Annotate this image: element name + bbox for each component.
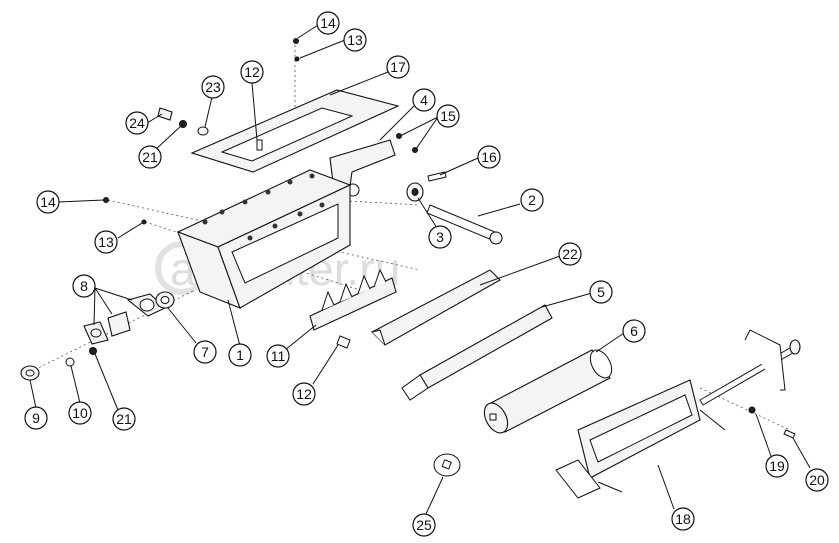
svg-text:8: 8 [80, 278, 88, 294]
svg-text:10: 10 [72, 405, 88, 421]
callout-21-top: 21 [138, 145, 162, 169]
parts [20, 38, 801, 499]
part-nut-10 [65, 357, 75, 367]
svg-text:24: 24 [129, 115, 145, 131]
callout-19: 19 [765, 454, 789, 478]
callouts: 14 13 17 12 23 24 21 4 15 16 2 3 14 13 2… [24, 11, 829, 537]
callout-9: 9 [24, 406, 48, 430]
part-flange-8 [83, 293, 166, 345]
callout-10: 10 [68, 401, 92, 425]
part-pin-20 [783, 429, 796, 439]
svg-text:1: 1 [236, 347, 244, 363]
callout-14-left: 14 [36, 190, 60, 214]
part-washer-25 [433, 453, 461, 477]
svg-text:4: 4 [420, 92, 428, 108]
part-housing [176, 169, 352, 309]
callout-17: 17 [386, 55, 410, 79]
svg-text:9: 9 [32, 410, 40, 426]
part-drum-roller [483, 349, 613, 434]
callout-7: 7 [193, 340, 217, 364]
svg-text:14: 14 [40, 194, 56, 210]
callout-5: 5 [589, 280, 613, 304]
svg-text:20: 20 [809, 472, 825, 488]
part-ball-13-left [141, 219, 147, 225]
svg-text:17: 17 [390, 59, 406, 75]
svg-text:25: 25 [416, 517, 432, 533]
svg-text:22: 22 [562, 246, 578, 262]
leader-lines [29, 24, 811, 515]
callout-3: 3 [428, 225, 452, 249]
callout-8: 8 [72, 274, 96, 298]
svg-text:18: 18 [675, 511, 691, 527]
svg-text:16: 16 [481, 149, 497, 165]
svg-text:13: 13 [98, 234, 114, 250]
svg-text:12: 12 [244, 64, 260, 80]
callout-18: 18 [671, 507, 695, 531]
svg-text:3: 3 [436, 229, 444, 245]
part-rod-handle [699, 329, 801, 406]
part-screw-24 [157, 107, 173, 121]
svg-text:23: 23 [205, 79, 221, 95]
callout-22: 22 [558, 242, 582, 266]
part-bolt-bottom [336, 335, 351, 349]
callout-23: 23 [201, 75, 225, 99]
callout-15: 15 [436, 104, 460, 128]
svg-text:6: 6 [630, 323, 638, 339]
part-ball-14-top [293, 38, 299, 44]
part-cover-plate [190, 89, 400, 173]
callout-6: 6 [622, 319, 646, 343]
callout-13-top: 13 [343, 28, 367, 52]
part-ball-13-top [294, 56, 300, 62]
callout-2: 2 [520, 188, 544, 212]
callout-20: 20 [805, 468, 829, 492]
part-ball-19 [748, 406, 756, 414]
part-comb-plate [309, 268, 397, 331]
part-nut-21-bottom [89, 347, 97, 355]
callout-24: 24 [125, 111, 149, 135]
callout-14-top: 14 [316, 11, 340, 35]
callout-21-bottom: 21 [112, 407, 136, 431]
svg-text:19: 19 [769, 458, 785, 474]
callout-16: 16 [477, 145, 501, 169]
svg-text:15: 15 [440, 108, 456, 124]
part-shaft-5 [401, 304, 553, 401]
callout-13-left: 13 [94, 230, 118, 254]
svg-text:21: 21 [116, 411, 132, 427]
part-axle-2 [426, 204, 503, 245]
callout-4: 4 [412, 88, 436, 112]
callout-1: 1 [228, 343, 252, 367]
svg-text:12: 12 [296, 386, 312, 402]
part-carriage-18 [555, 379, 726, 499]
svg-text:5: 5 [597, 284, 605, 300]
callout-25: 25 [412, 513, 436, 537]
svg-text:14: 14 [320, 15, 336, 31]
svg-text:11: 11 [271, 348, 286, 364]
callout-12-bottom: 12 [292, 382, 316, 406]
svg-text:21: 21 [142, 149, 158, 165]
part-ball-14-left [103, 197, 109, 203]
svg-text:2: 2 [528, 192, 536, 208]
callout-11: 11 [266, 344, 290, 368]
part-bolt-top [256, 139, 263, 151]
part-washer-23 [197, 126, 209, 136]
callout-12-top: 12 [240, 60, 264, 84]
svg-text:13: 13 [347, 32, 363, 48]
svg-text:7: 7 [201, 344, 209, 360]
